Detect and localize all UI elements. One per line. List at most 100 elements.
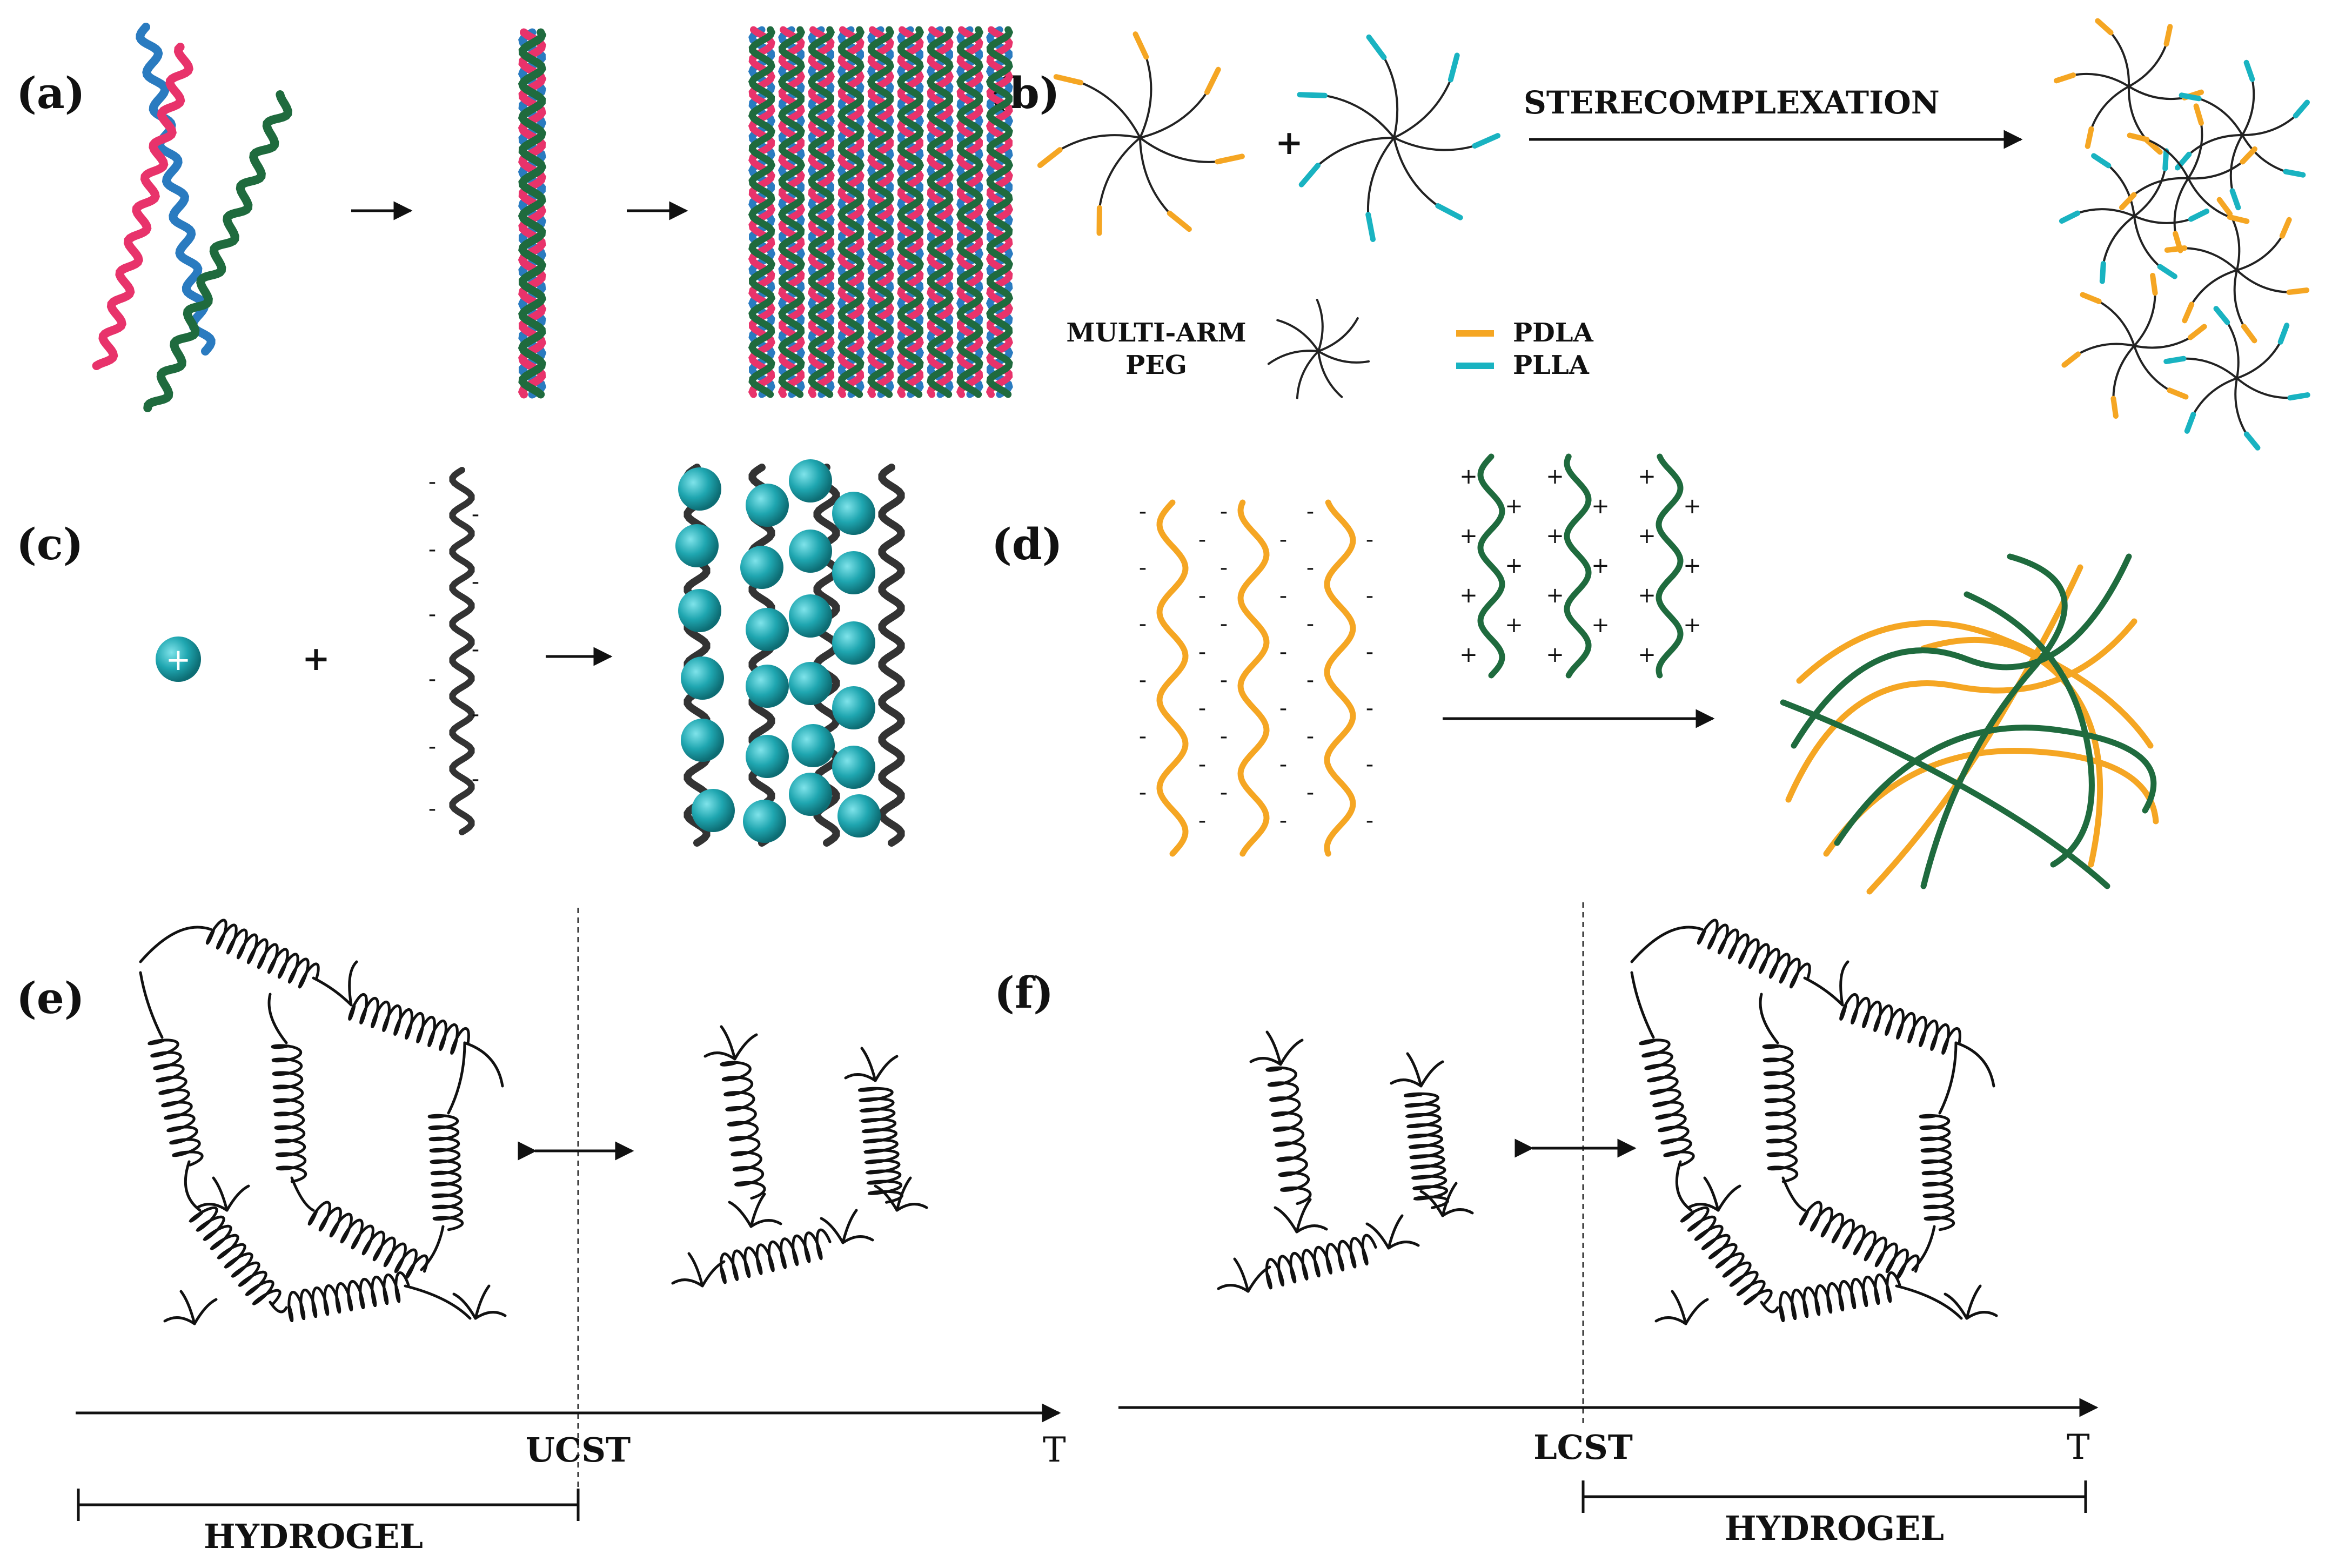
panel-f-hydrogel-label: HYDROGEL: [1725, 1509, 1944, 1548]
helix-crosslink: [307, 1201, 428, 1279]
negative-charge: -: [428, 796, 436, 821]
chain-tail: [720, 1025, 736, 1061]
helix-crosslink: [427, 1114, 464, 1231]
panel-f-axis-label: T: [2067, 1428, 2090, 1468]
polymer-linker: [1954, 1041, 1995, 1088]
pla-end-block: [2127, 132, 2150, 143]
fibril-blue-strand: [896, 26, 924, 398]
chain-tail: [1703, 1176, 1720, 1212]
fibril-pink-strand: [986, 26, 1014, 398]
cation-crosslink: [789, 773, 832, 816]
pla-end-block: [2286, 287, 2310, 295]
peg-arm: [1317, 317, 1359, 352]
peg-arm: [1058, 134, 1141, 151]
positive-charge: +: [1546, 583, 1564, 608]
stereocomplex-node: [2054, 18, 2204, 155]
peg-arm: [2098, 300, 2135, 347]
pla-end-block: [2119, 192, 2137, 211]
crosslinked-chain: [878, 464, 905, 847]
peg-arm: [2188, 133, 2243, 156]
helix-crosslink: [1762, 1044, 1799, 1183]
chain-tail: [1684, 1298, 1709, 1325]
green-strand: [143, 90, 292, 412]
fibril-green-strand: [807, 26, 835, 398]
chain-tail: [163, 1316, 196, 1325]
pla-end-block: [2283, 169, 2306, 178]
peg-arm: [2236, 377, 2291, 399]
peg-arm: [1296, 350, 1319, 399]
pink-strand: [92, 43, 193, 370]
polymer-linker: [463, 1041, 504, 1088]
helix-fragment: [719, 1228, 832, 1284]
peg-arm: [2197, 97, 2243, 136]
peg-arm: [1366, 137, 1395, 216]
fibril-pink-strand: [956, 26, 984, 398]
pla-end-block: [2193, 103, 2204, 126]
polyanion-chain: [1866, 564, 2083, 895]
negative-charge: -: [1366, 584, 1373, 608]
peg-arm: [2187, 177, 2231, 218]
negative-charge: -: [1279, 640, 1287, 665]
polymer-linker: [1760, 1301, 1779, 1314]
polymer-linker: [290, 1176, 315, 1212]
positive-charge: +: [1591, 553, 1610, 578]
peg-arm: [2133, 292, 2156, 347]
polymer-linker: [1630, 926, 1704, 963]
pla-end-block: [1053, 74, 1084, 85]
pla-end-block: [2163, 24, 2173, 47]
negative-charge: -: [1220, 724, 1228, 749]
negative-charge: -: [428, 602, 436, 627]
panel-a-triple-helix: [92, 23, 1014, 412]
stereocomplex-node: [2163, 306, 2310, 451]
pla-end-block: [2173, 231, 2183, 253]
chain-tail: [1671, 1290, 1687, 1325]
legend-peg-label: PEG: [1125, 350, 1187, 380]
helix-green-strand: [518, 28, 547, 399]
pla-end-block: [2243, 59, 2255, 82]
negative-charge: -: [1279, 584, 1287, 608]
lcst-label: LCST: [1533, 1428, 1633, 1467]
fibril-green-strand: [896, 26, 924, 398]
cation-crosslink: [789, 530, 832, 573]
positive-charge: +: [1591, 494, 1610, 519]
peg-arm: [1098, 137, 1141, 209]
cation-crosslink: [832, 551, 875, 594]
negative-charge: -: [1366, 696, 1373, 721]
cation-crosslink: [743, 800, 786, 843]
stereocomplexation-label: STERECOMPLEXATION: [1524, 84, 1940, 121]
positive-charge: +: [1683, 494, 1701, 519]
peg-arm: [2127, 85, 2148, 142]
peg-arm: [2107, 164, 2135, 217]
positive-charge: +: [1638, 583, 1656, 608]
pla-end-block: [1133, 31, 1149, 60]
negative-charge: -: [1198, 696, 1206, 721]
pla-end-block: [2216, 197, 2233, 217]
pla-end-block: [1298, 163, 1321, 187]
chain-tail: [1441, 1208, 1474, 1217]
peg-arm: [2187, 160, 2244, 180]
chain-tail: [1965, 1284, 1982, 1320]
chain-tail: [1687, 1203, 1720, 1212]
peg-arm: [2112, 345, 2135, 400]
peg-arm: [2128, 85, 2186, 100]
chain-tail: [728, 1201, 753, 1228]
negative-charge: -: [1139, 780, 1147, 805]
peg-arm: [1317, 350, 1343, 398]
chain-tail: [474, 1284, 491, 1320]
cation-crosslink: [832, 686, 875, 729]
pla-end-block: [2162, 148, 2169, 171]
helix-fragment: [1265, 1234, 1377, 1290]
peg-arm: [1139, 56, 1152, 139]
negative-charge: -: [1306, 724, 1314, 749]
chain-tail: [874, 1184, 899, 1212]
negative-charge: -: [1220, 780, 1228, 805]
negative-charge: -: [1198, 584, 1206, 608]
chain-tail: [701, 1260, 726, 1288]
helix-crosslink: [1779, 1271, 1901, 1322]
peg-arm: [1317, 136, 1395, 167]
polymer-linker: [1839, 960, 1849, 1007]
positive-charge: +: [1546, 464, 1564, 489]
helix-crosslink: [1839, 993, 1961, 1055]
chain-tail: [1441, 1182, 1458, 1217]
helix-pink-strand: [518, 28, 547, 399]
